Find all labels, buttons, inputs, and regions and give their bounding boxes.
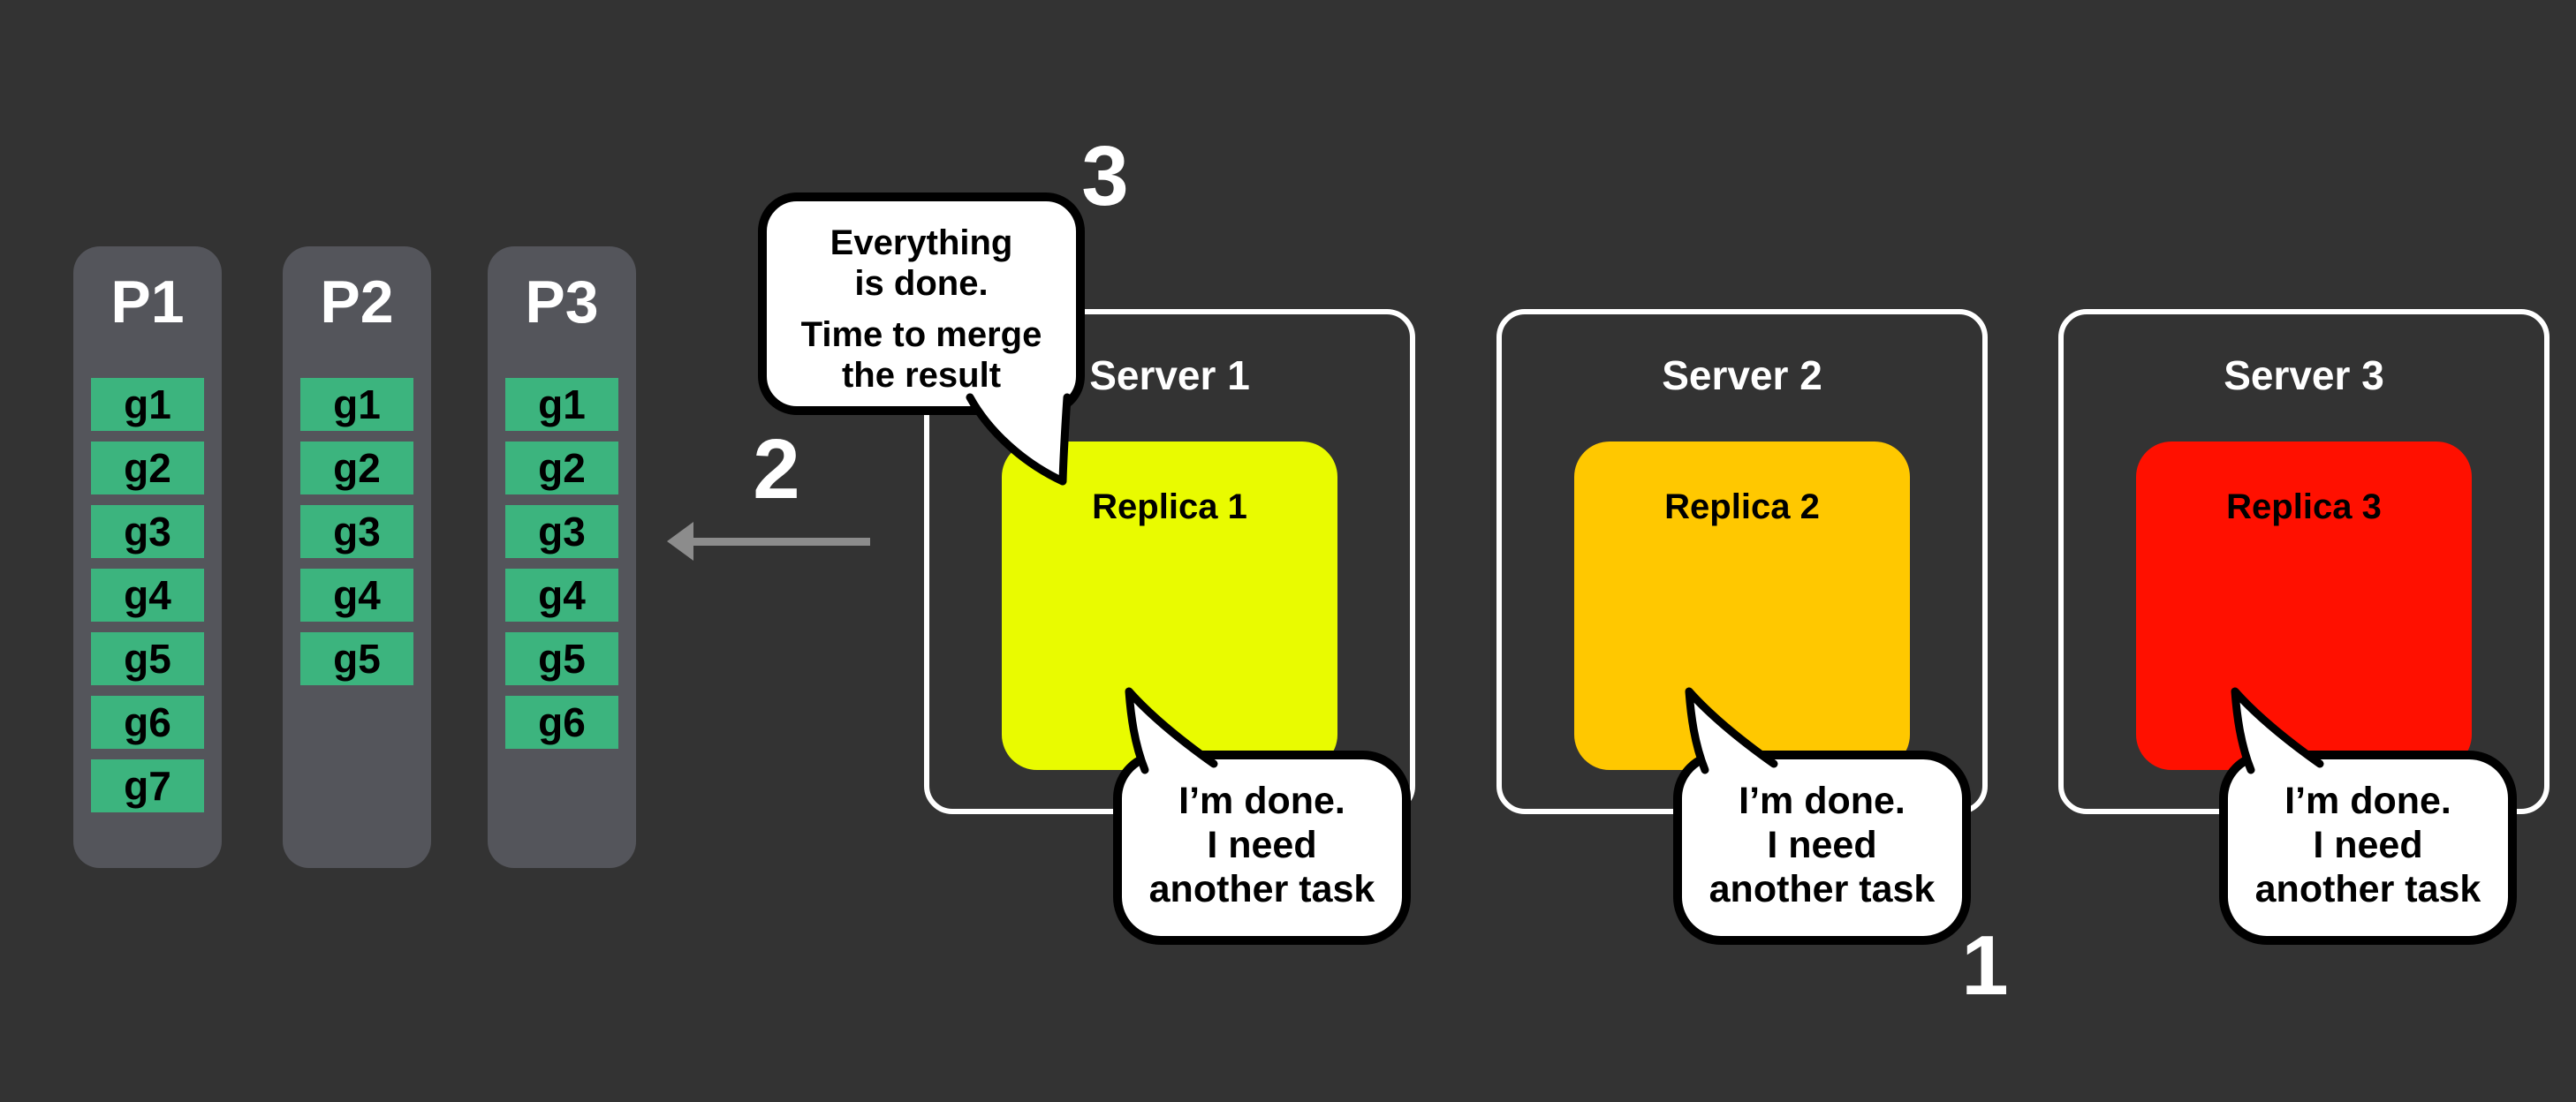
server-title: Server 1	[1089, 352, 1250, 398]
bubble-text: I need	[2313, 824, 2423, 866]
done-speech-bubble-3: I’m done. I need another task	[2219, 751, 2517, 945]
done-speech-bubble-1: I’m done. I need another task	[1113, 751, 1411, 945]
task-chip: g3	[300, 505, 413, 558]
done-bubble-3-tail	[2231, 687, 2324, 774]
task-chip: g6	[91, 696, 204, 749]
task-chip: g2	[91, 442, 204, 494]
bubble-text: I’m done.	[1178, 780, 1345, 822]
replica-2-box: Replica 2	[1574, 442, 1910, 770]
partition-label: P1	[110, 268, 185, 336]
task-chip: g3	[91, 505, 204, 558]
bubble-text: I’m done.	[2284, 780, 2451, 822]
server-1-box: Server 1 Replica 1	[924, 309, 1415, 814]
task-chip: g1	[505, 378, 618, 431]
left-arrow-icon	[667, 522, 693, 561]
step-label-3: 3	[1081, 129, 1129, 223]
task-chip: g4	[91, 569, 204, 622]
task-chip: g2	[505, 442, 618, 494]
bubble-text: Everything is done.	[830, 223, 1013, 303]
bubble-text: another task	[1148, 868, 1375, 910]
partition-p2: P2 g1 g2 g3 g4 g5	[283, 246, 431, 868]
task-chip: g1	[300, 378, 413, 431]
bubble-text: Time to merge the result	[800, 315, 1042, 395]
task-list: g1 g2 g3 g4 g5 g6 g7	[73, 378, 222, 812]
task-chip: g2	[300, 442, 413, 494]
merge-speech-bubble: Everything is done. Time to merge the re…	[758, 192, 1085, 415]
partition-p3: P3 g1 g2 g3 g4 g5 g6	[488, 246, 636, 868]
task-chip: g7	[91, 759, 204, 812]
replica-label: Replica 2	[1664, 487, 1820, 526]
partition-label: P3	[525, 268, 599, 336]
done-bubble-2-tail	[1685, 687, 1778, 774]
task-list: g1 g2 g3 g4 g5	[283, 378, 431, 685]
task-chip: g5	[91, 632, 204, 685]
bubble-text: I need	[1207, 824, 1317, 866]
task-chip: g4	[505, 569, 618, 622]
partition-p1: P1 g1 g2 g3 g4 g5 g6 g7	[73, 246, 222, 868]
bubble-text: I need	[1767, 824, 1877, 866]
server-title: Server 2	[1662, 352, 1822, 398]
bubble-text: I’m done.	[1739, 780, 1905, 822]
step-label-1: 1	[1961, 918, 2009, 1013]
task-chip: g6	[505, 696, 618, 749]
replica-3-box: Replica 3	[2136, 442, 2472, 770]
replica-label: Replica 3	[2226, 487, 2382, 526]
step-label-2: 2	[753, 422, 800, 517]
server-3-box: Server 3 Replica 3	[2058, 309, 2549, 814]
replica-1-box: Replica 1	[1002, 442, 1337, 770]
task-list: g1 g2 g3 g4 g5 g6	[488, 378, 636, 749]
task-chip: g5	[505, 632, 618, 685]
task-chip: g5	[300, 632, 413, 685]
done-bubble-1-tail	[1125, 687, 1218, 774]
done-speech-bubble-2: I’m done. I need another task	[1673, 751, 1971, 945]
server-title: Server 3	[2224, 352, 2384, 398]
merge-arrow-shaft	[692, 538, 870, 546]
task-chip: g1	[91, 378, 204, 431]
merge-bubble-tail	[966, 393, 1072, 486]
bubble-text: another task	[2254, 868, 2481, 910]
task-chip: g4	[300, 569, 413, 622]
partition-label: P2	[320, 268, 394, 336]
replica-label: Replica 1	[1092, 487, 1247, 526]
task-chip: g3	[505, 505, 618, 558]
bubble-text: another task	[1708, 868, 1936, 910]
